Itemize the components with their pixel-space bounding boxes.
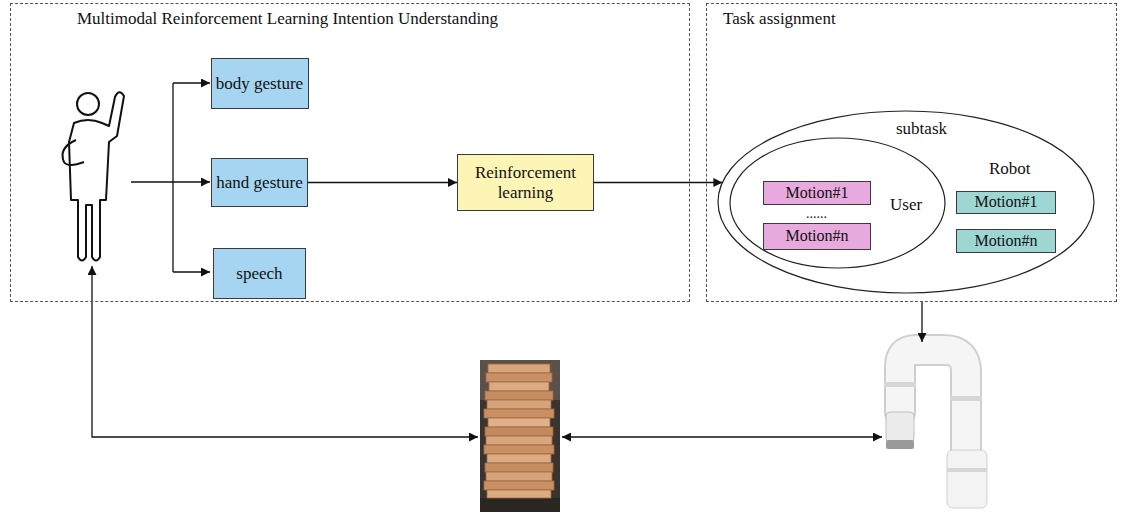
region-label: User <box>890 195 922 214</box>
box-label: speech <box>236 264 282 284</box>
box-label: Motion#1 <box>974 193 1037 211</box>
person-figure <box>63 92 125 260</box>
region-label: subtask <box>896 119 947 138</box>
box-label: Motion#1 <box>785 184 848 202</box>
jenga-tower <box>480 360 560 512</box>
flow-lines <box>92 83 922 437</box>
motion-box: Motion#n <box>763 223 871 250</box>
region-label: Robot <box>989 159 1031 178</box>
motion-box: Motion#1 <box>956 191 1056 214</box>
flow-arrow <box>308 182 457 183</box>
box-label: body gesture <box>216 74 303 94</box>
robot-arm <box>884 350 987 508</box>
panel-title: Multimodal Reinforcement Learning Intent… <box>77 9 498 28</box>
motion-box: Motion#n <box>956 229 1056 253</box>
flow-arrow <box>594 182 722 183</box>
subtask-ellipse: subtaskRobot...... User Motion#1Motion#n Mo… <box>717 110 1095 294</box>
process-box: Reinforcement learning <box>457 154 594 211</box>
user-ellipse: ...... User Motion#1Motion#n <box>729 137 946 269</box>
input-box: speech <box>213 248 306 299</box>
box-label: Reinforcement learning <box>466 163 586 202</box>
input-box: hand gesture <box>211 158 308 207</box>
input-box: body gesture <box>211 58 309 109</box>
box-label: Motion#n <box>974 232 1037 250</box>
box-label: hand gesture <box>216 173 302 193</box>
group-panel: Task assignmentsubtaskRobot......UserMot… <box>706 3 1117 302</box>
motion-box: Motion#1 <box>763 181 871 205</box>
panel-title: Task assignment <box>723 9 836 28</box>
region-label: ...... <box>806 206 827 221</box>
box-label: Motion#n <box>785 227 848 245</box>
group-panel: Multimodal Reinforcement Learning Intent… <box>10 3 690 302</box>
